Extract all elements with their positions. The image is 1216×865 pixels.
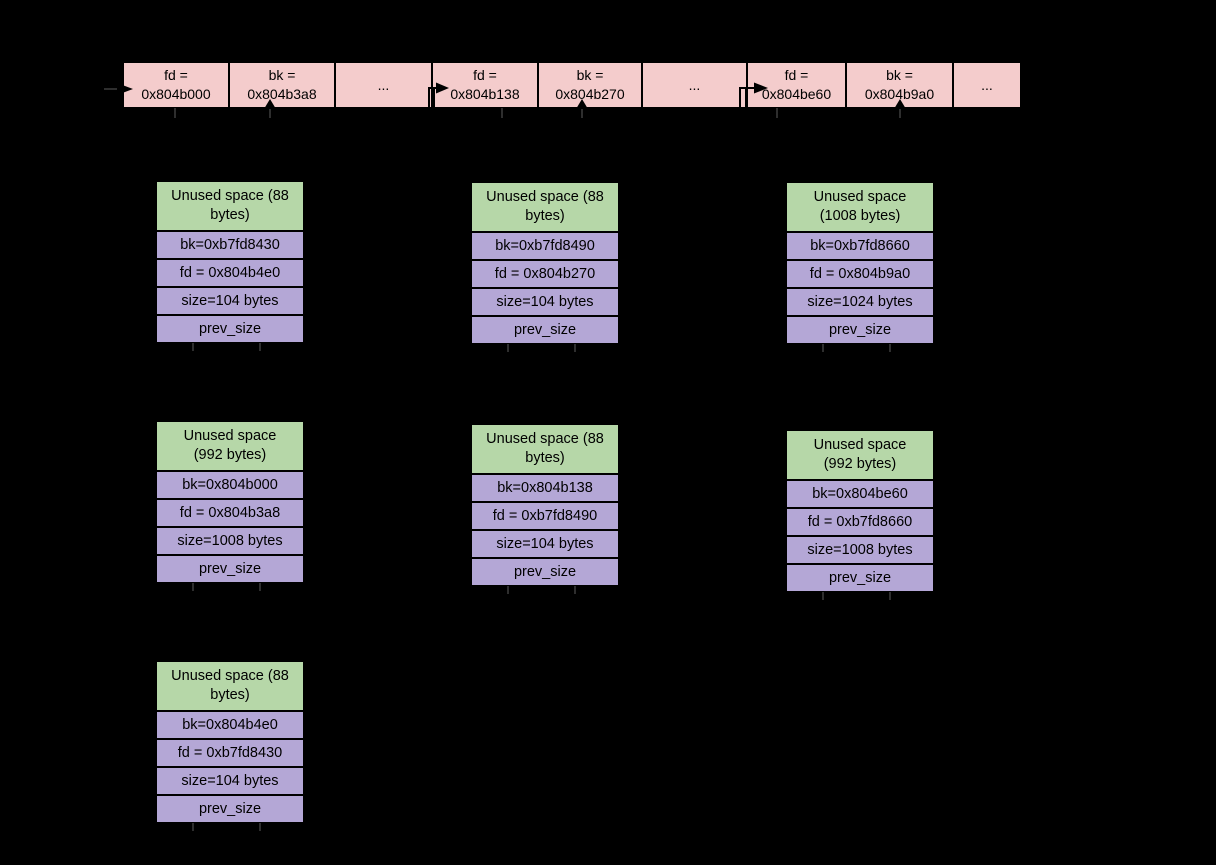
bin-cell-ellipsis: ... [334, 61, 433, 109]
chunk-fd-field: fd = 0xb7fd8430 [155, 738, 305, 768]
free-chunk: Unused space (992 bytes) bk=0x804be60 fd… [785, 429, 935, 593]
chunk-unused-space: Unused space (88 bytes) [470, 423, 620, 475]
bin-array-strip: fd = 0x804b000 bk = 0x804b3a8 ... fd = 0… [122, 61, 1022, 109]
chunk-unused-space: Unused space (88 bytes) [470, 181, 620, 233]
chunk-prev-size-field: prev_size [155, 554, 305, 584]
chunk-fd-field: fd = 0xb7fd8490 [470, 501, 620, 531]
chunk-fd-field: fd = 0x804b3a8 [155, 498, 305, 528]
bin-cell-fd: fd = 0x804b000 [122, 61, 230, 109]
bin-cell-fd: fd = 0x804be60 [746, 61, 847, 109]
chunk-size-field: size=104 bytes [155, 286, 305, 316]
chunk-bk-field: bk=0x804b000 [155, 470, 305, 500]
chunk-bk-field: bk=0xb7fd8660 [785, 231, 935, 261]
chunk-bk-field: bk=0x804b4e0 [155, 710, 305, 740]
chunk-prev-size-field: prev_size [785, 315, 935, 345]
bin-cell-bk: bk = 0x804b270 [537, 61, 643, 109]
chunk-size-field: size=104 bytes [470, 287, 620, 317]
chunk-size-field: size=1024 bytes [785, 287, 935, 317]
chunk-unused-space: Unused space (992 bytes) [155, 420, 305, 472]
chunk-size-field: size=1008 bytes [785, 535, 935, 565]
free-chunk: Unused space (992 bytes) bk=0x804b000 fd… [155, 420, 305, 584]
free-chunk: Unused space (88 bytes) bk=0x804b138 fd … [470, 423, 620, 587]
chunk-unused-space: Unused space (88 bytes) [155, 660, 305, 712]
chunk-size-field: size=104 bytes [470, 529, 620, 559]
chunk-size-field: size=104 bytes [155, 766, 305, 796]
free-chunk: Unused space (88 bytes) bk=0xb7fd8490 fd… [470, 181, 620, 345]
chunk-fd-field: fd = 0x804b9a0 [785, 259, 935, 289]
free-chunk: Unused space (88 bytes) bk=0xb7fd8430 fd… [155, 180, 305, 344]
chunk-bk-field: bk=0x804b138 [470, 473, 620, 503]
chunk-fd-field: fd = 0xb7fd8660 [785, 507, 935, 537]
chunk-prev-size-field: prev_size [785, 563, 935, 593]
chunk-fd-field: fd = 0x804b270 [470, 259, 620, 289]
bin-cell-fd: fd = 0x804b138 [431, 61, 539, 109]
chunk-prev-size-field: prev_size [470, 557, 620, 587]
chunk-unused-space: Unused space (992 bytes) [785, 429, 935, 481]
chunk-prev-size-field: prev_size [155, 794, 305, 824]
bin-cell-ellipsis: ... [952, 61, 1022, 109]
chunk-prev-size-field: prev_size [155, 314, 305, 344]
chunk-bk-field: bk=0x804be60 [785, 479, 935, 509]
bin-cell-bk: bk = 0x804b3a8 [228, 61, 336, 109]
chunk-size-field: size=1008 bytes [155, 526, 305, 556]
free-chunk: Unused space (88 bytes) bk=0x804b4e0 fd … [155, 660, 305, 824]
chunk-bk-field: bk=0xb7fd8430 [155, 230, 305, 260]
bin-cell-bk: bk = 0x804b9a0 [845, 61, 954, 109]
bin-cell-ellipsis: ... [641, 61, 748, 109]
chunk-unused-space: Unused space (1008 bytes) [785, 181, 935, 233]
chunk-prev-size-field: prev_size [470, 315, 620, 345]
chunk-unused-space: Unused space (88 bytes) [155, 180, 305, 232]
free-chunk: Unused space (1008 bytes) bk=0xb7fd8660 … [785, 181, 935, 345]
chunk-fd-field: fd = 0x804b4e0 [155, 258, 305, 288]
chunk-bk-field: bk=0xb7fd8490 [470, 231, 620, 261]
